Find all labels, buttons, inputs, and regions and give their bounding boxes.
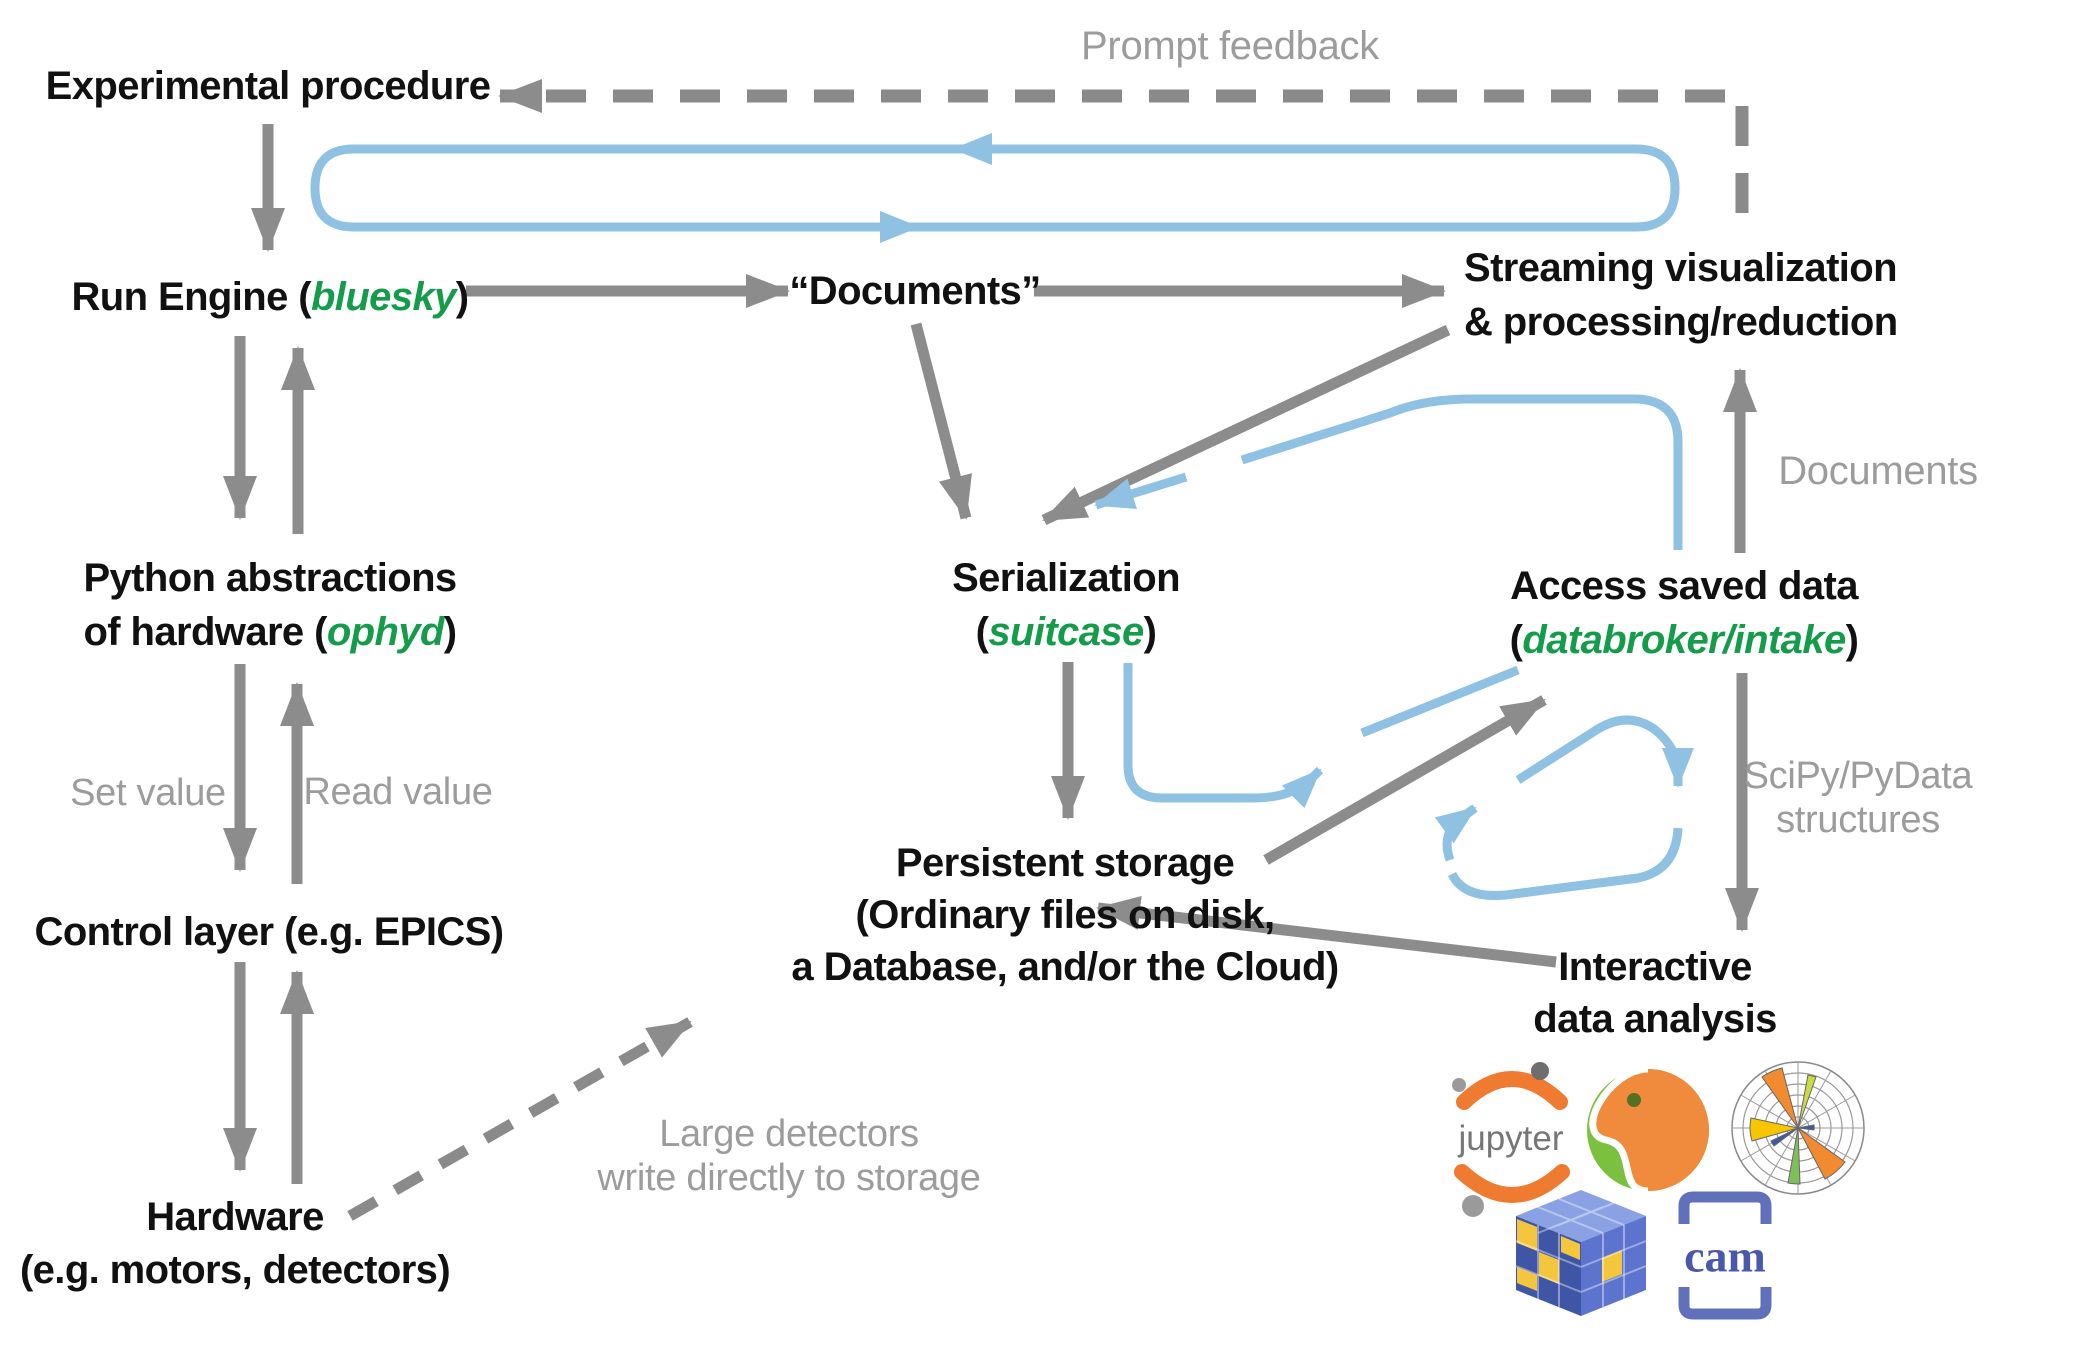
label-scipy-pydata: SciPy/PyData structures <box>1744 754 1973 842</box>
experimental-procedure-label: Experimental procedure <box>45 64 491 108</box>
serialization-package: suitcase <box>988 610 1144 654</box>
loop-access-to-serialization-icon <box>1240 394 1683 550</box>
label-large-detectors-line1: Large detectors <box>659 1113 919 1155</box>
streaming-line2: & processing/reduction <box>1464 300 1898 344</box>
node-interactive-analysis: Interactive data analysis <box>1533 941 1777 1045</box>
arrow-storage-to-access-icon <box>1263 695 1547 865</box>
access-package: databroker/intake <box>1522 618 1846 662</box>
label-scipy-line2: structures <box>1776 799 1940 841</box>
arrow-large-detectors-dashed-icon <box>347 1017 693 1221</box>
node-hardware: Hardware (e.g. motors, detectors) <box>19 1191 451 1297</box>
loop-triangle-left-icon <box>1434 804 1478 862</box>
access-line2-suffix: ) <box>1845 618 1859 662</box>
documents-label: “Documents” <box>789 269 1041 313</box>
persistent-storage-line2: (Ordinary files on disk, <box>855 893 1275 937</box>
loop-triangle-right-icon <box>1515 715 1694 788</box>
camera-cam-logo-icon <box>1678 1191 1772 1320</box>
serialization-line2-suffix: ) <box>1143 610 1157 654</box>
serialization-line2-prefix: ( <box>975 610 989 654</box>
access-saved-data-line1: Access saved data <box>1510 564 1858 608</box>
hardware-line2: (e.g. motors, detectors) <box>19 1248 451 1292</box>
label-large-detectors-line2: write directly to storage <box>597 1157 981 1199</box>
arrow-interactive-to-storage-icon <box>1096 896 1557 968</box>
label-documents-edge: Documents <box>1778 449 1978 493</box>
node-experimental-procedure: Experimental procedure <box>46 59 491 113</box>
loop-triangle-bottom-icon <box>1447 827 1683 901</box>
python-abstractions-line2: of hardware (ophyd) <box>83 605 457 659</box>
persistent-storage-line3: a Database, and/or the Cloud) <box>791 945 1339 989</box>
loop-serialization-to-access-icon <box>1123 663 1324 809</box>
control-layer-label: Control layer (e.g. EPICS) <box>34 910 505 954</box>
python-abstractions-package: ophyd <box>326 610 445 654</box>
node-documents: “Documents” <box>789 264 1041 318</box>
serialization-line2: (suitcase) <box>952 605 1180 659</box>
serialization-line1: Serialization <box>952 556 1180 600</box>
loop-runengine-streaming-icon <box>310 144 1680 232</box>
run-engine-suffix: ) <box>455 275 469 319</box>
interactive-line1: Interactive <box>1558 945 1752 989</box>
jupyter-wordmark: jupyter <box>1458 1119 1564 1158</box>
loop-arrowhead-into-serialization-icon <box>1094 472 1188 510</box>
matplotlib-logo-icon <box>1731 1061 1865 1195</box>
python-abstractions-line1: Python abstractions <box>83 556 457 600</box>
node-control-layer: Control layer (e.g. EPICS) <box>34 905 505 959</box>
loop-serialization-to-access-tail-icon <box>1360 665 1520 738</box>
arrow-streaming-to-serialization-icon <box>1041 325 1451 525</box>
node-persistent-storage: Persistent storage (Ordinary files on di… <box>791 837 1339 993</box>
node-access-saved-data: Access saved data (databroker/intake) <box>1510 559 1859 667</box>
run-engine-package: bluesky <box>310 275 456 319</box>
access-saved-data-line2: (databroker/intake) <box>1510 613 1859 667</box>
scipy-logo-icon <box>1587 1065 1709 1195</box>
node-serialization: Serialization (suitcase) <box>952 551 1180 659</box>
arrow-documents-to-serialization-icon <box>910 322 972 520</box>
arrow-prompt-feedback-dashed-icon <box>498 79 1749 213</box>
streaming-line1: Streaming visualization <box>1464 246 1898 290</box>
jupyter-logo-icon <box>1452 1062 1570 1217</box>
numpy-logo-icon <box>1515 1190 1647 1316</box>
interactive-line2: data analysis <box>1533 997 1777 1041</box>
python-abstractions-line2-suffix: ) <box>443 610 457 654</box>
access-line2-prefix: ( <box>1509 618 1523 662</box>
label-set-value: Set value <box>70 772 226 814</box>
label-scipy-line1: SciPy/PyData <box>1743 755 1973 797</box>
node-python-abstractions: Python abstractions of hardware (ophyd) <box>83 551 457 659</box>
label-prompt-feedback: Prompt feedback <box>1081 24 1379 68</box>
node-streaming-visualization: Streaming visualization & processing/red… <box>1464 241 1898 349</box>
label-large-detectors: Large detectors write directly to storag… <box>597 1112 981 1200</box>
blue-loops <box>310 133 1694 901</box>
hardware-line1: Hardware <box>146 1195 324 1239</box>
node-run-engine: Run Engine (bluesky) <box>71 270 470 324</box>
label-read-value: Read value <box>303 771 493 813</box>
python-abstractions-line2-prefix: of hardware ( <box>83 610 327 654</box>
persistent-storage-line1: Persistent storage <box>895 841 1235 885</box>
cam-wordmark: cam <box>1684 1230 1766 1282</box>
run-engine-prefix: Run Engine ( <box>71 275 312 319</box>
gray-arrows <box>223 124 1759 1184</box>
